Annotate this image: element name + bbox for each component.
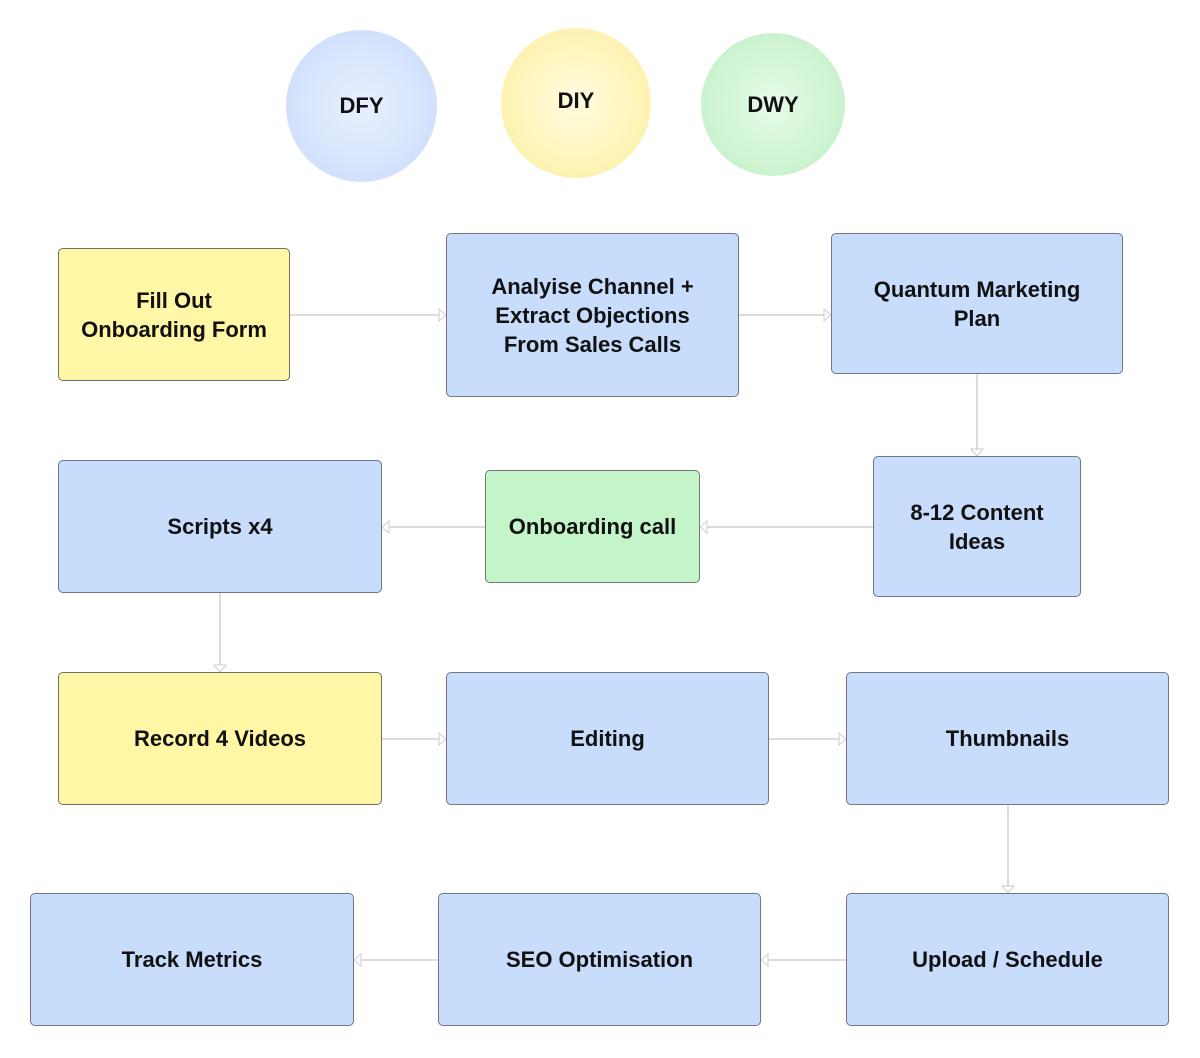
legend-diy: DIY (501, 28, 651, 178)
node-label: Onboarding call (508, 514, 677, 539)
node-upload-schedule[interactable]: Upload / Schedule (846, 893, 1169, 1026)
legend-dfy: DFY (286, 30, 437, 182)
node-thumbnails[interactable]: Thumbnails (846, 672, 1169, 805)
node-label: Scripts x4 (167, 514, 273, 539)
arrowhead (1000, 885, 1016, 894)
arrowhead (838, 731, 847, 747)
node-seo-optimisation[interactable]: SEO Optimisation (438, 893, 761, 1026)
node-onboarding-call[interactable]: Onboarding call (485, 470, 700, 583)
node-label: Record 4 Videos (134, 726, 306, 751)
node-label: Editing (570, 726, 645, 751)
legend-dfy-label: DFY (339, 93, 384, 118)
legend-dwy: DWY (701, 33, 845, 176)
arrowhead (823, 307, 832, 323)
node-label: Thumbnails (945, 726, 1070, 751)
arrowhead (760, 952, 769, 968)
node-scripts[interactable]: Scripts x4 (58, 460, 382, 593)
node-label: Track Metrics (121, 947, 263, 972)
arrowhead (438, 731, 447, 747)
node-editing[interactable]: Editing (446, 672, 769, 805)
node-track-metrics[interactable]: Track Metrics (30, 893, 354, 1026)
node-record-videos[interactable]: Record 4 Videos (58, 672, 382, 805)
arrowhead (381, 519, 390, 535)
arrowhead (699, 519, 708, 535)
legend-dwy-label: DWY (747, 91, 799, 117)
arrowhead (353, 952, 362, 968)
arrowhead (212, 664, 228, 673)
node-label: SEO Optimisation (505, 947, 694, 972)
node-label: Upload / Schedule (912, 947, 1103, 972)
arrowhead (438, 307, 447, 323)
arrowhead (969, 448, 985, 457)
legend-diy-label: DIY (557, 88, 595, 113)
